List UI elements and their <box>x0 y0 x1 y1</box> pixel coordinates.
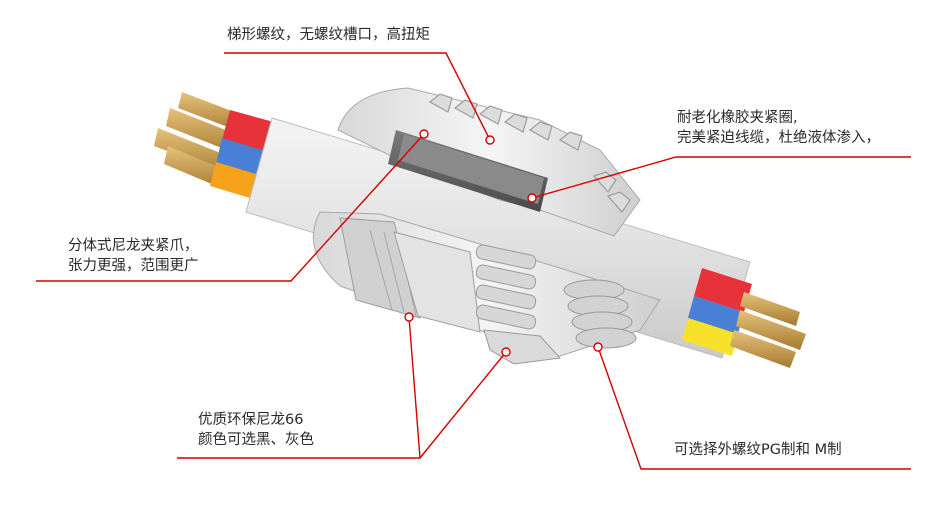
annotation-seal-line-1: 耐老化橡胶夹紧圈, <box>677 110 798 126</box>
annotation-seal-line-2: 完美紧迫线缆，杜绝液体渗入， <box>677 130 880 146</box>
annotation-thread-line-1: 梯形螺纹，无螺纹槽口，高扭矩 <box>227 27 430 43</box>
annotation-material-line-2: 颜色可选黑、灰色 <box>198 432 314 448</box>
annotation-claw-line-2: 张力更强，范围更广 <box>68 258 199 274</box>
annotation-seal: 耐老化橡胶夹紧圈, 完美紧迫线缆，杜绝液体渗入， <box>677 108 880 148</box>
right-colored-wires <box>682 268 752 356</box>
right-copper-strands <box>730 292 806 368</box>
leader-lines <box>36 52 911 470</box>
annotation-claw-line-1: 分体式尼龙夹紧爪， <box>68 238 199 254</box>
leader-material-2 <box>419 351 507 459</box>
annotation-claw: 分体式尼龙夹紧爪， 张力更强，范围更广 <box>68 236 199 276</box>
annotation-pg-line-1: 可选择外螺纹PG制和 M制 <box>674 442 842 458</box>
leader-seal <box>531 156 911 199</box>
annotation-material: 优质环保尼龙66 颜色可选黑、灰色 <box>198 410 314 450</box>
leader-thread <box>224 52 491 141</box>
upper-gland-body <box>337 87 641 237</box>
leader-pg <box>597 346 911 470</box>
leader-claw <box>36 133 425 282</box>
annotation-thread: 梯形螺纹，无螺纹槽口，高扭矩 <box>227 25 430 45</box>
annotation-material-line-1: 优质环保尼龙66 <box>198 412 304 428</box>
lower-gland-body <box>312 211 661 365</box>
annotation-pg: 可选择外螺纹PG制和 M制 <box>674 440 842 460</box>
leader-dots <box>404 129 603 357</box>
